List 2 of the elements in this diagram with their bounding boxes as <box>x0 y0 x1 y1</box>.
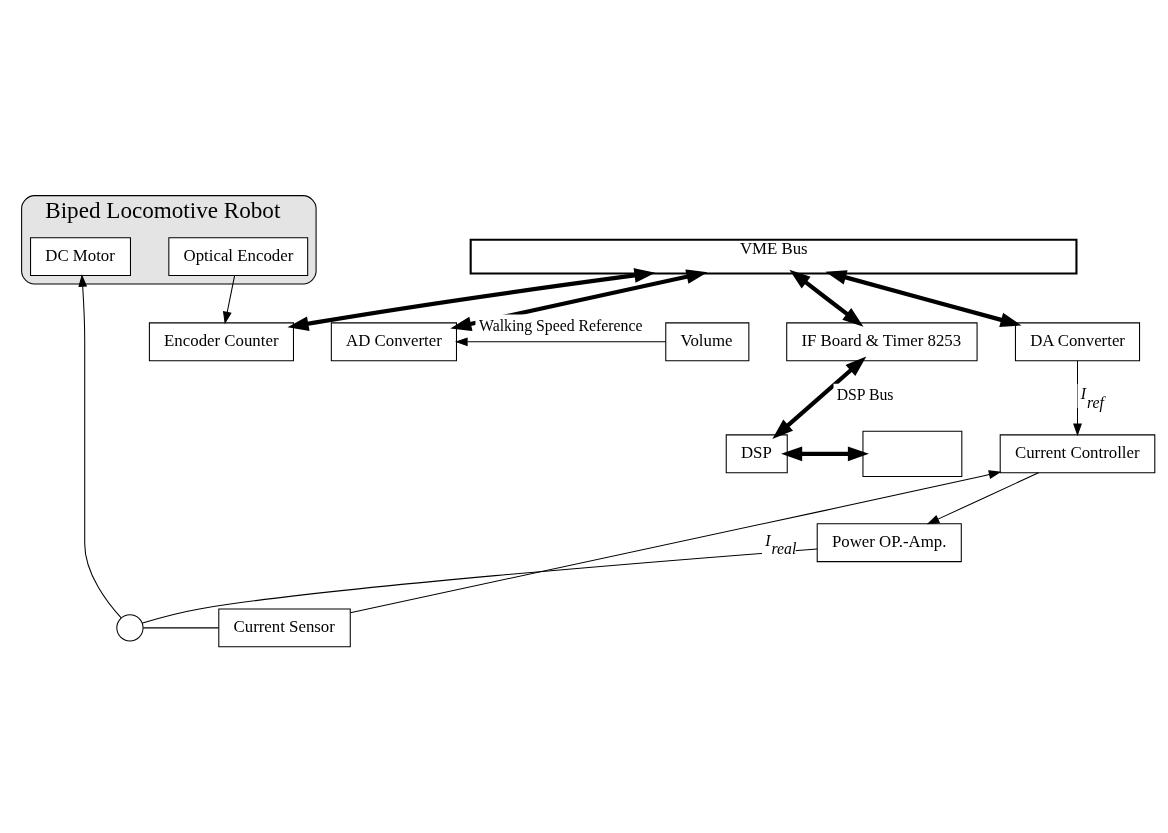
edge-label: DSP Bus <box>836 385 894 403</box>
edge-label: Walking Speed Reference <box>479 316 643 334</box>
